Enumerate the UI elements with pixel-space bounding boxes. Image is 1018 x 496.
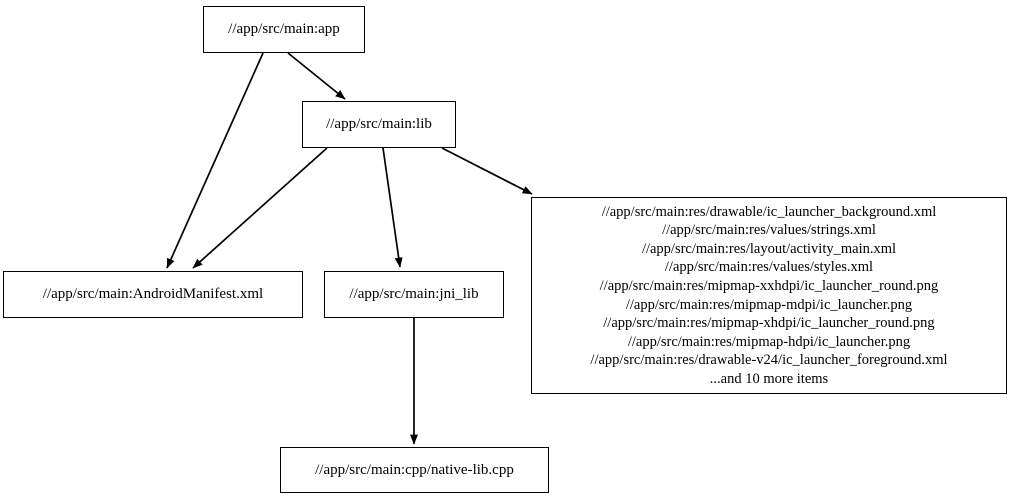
- graph-node-lib-label: //app/src/main:lib: [326, 116, 432, 132]
- graph-node-jni-lib-label: //app/src/main:jni_lib: [349, 286, 479, 302]
- graph-node-native-lib-cpp[interactable]: //app/src/main:cpp/native-lib.cpp: [280, 447, 549, 493]
- graph-node-res-group[interactable]: //app/src/main:res/drawable/ic_launcher_…: [531, 197, 1007, 394]
- edge-lib-to-manifest: [192, 147, 328, 269]
- graph-node-res-group-label: //app/src/main:res/drawable/ic_launcher_…: [590, 203, 948, 387]
- graph-node-android-manifest[interactable]: //app/src/main:AndroidManifest.xml: [3, 271, 303, 318]
- edge-app-to-manifest: [166, 52, 264, 269]
- edge-lib-to-res: [441, 147, 533, 195]
- graph-node-app[interactable]: //app/src/main:app: [203, 6, 365, 53]
- graph-node-android-manifest-label: //app/src/main:AndroidManifest.xml: [42, 286, 264, 302]
- edge-app-to-lib: [287, 52, 346, 100]
- graph-node-app-label: //app/src/main:app: [228, 21, 340, 37]
- edge-lib-to-jni-lib: [382, 147, 403, 268]
- graph-node-native-lib-cpp-label: //app/src/main:cpp/native-lib.cpp: [315, 461, 514, 478]
- graph-node-jni-lib[interactable]: //app/src/main:jni_lib: [324, 271, 504, 318]
- graph-node-lib[interactable]: //app/src/main:lib: [302, 101, 456, 148]
